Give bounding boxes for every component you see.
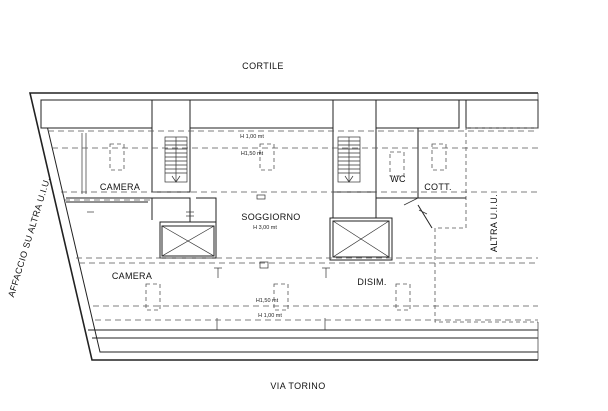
room-label-disim: DISIM.	[357, 277, 386, 287]
label-altra-uiu: ALTRA U.I.U.	[489, 194, 499, 252]
bottom-facade-wall	[88, 318, 538, 339]
right-boundary	[434, 93, 539, 360]
room-label-camera-bottom: CAMERA	[112, 271, 152, 281]
label-affaccio: AFFACCIO SU ALTRA U.I.U.	[6, 176, 52, 298]
elevator-left	[161, 225, 215, 257]
stairwell-left	[151, 99, 191, 193]
elevator-right	[332, 220, 390, 258]
top-facade-wall	[40, 99, 539, 129]
height-label-soggiorno-h300: H 3,00 mt	[253, 225, 277, 231]
label-cortile: CORTILE	[242, 61, 284, 71]
interior-partitions	[66, 127, 466, 278]
room-label-camera-top: CAMERA	[100, 182, 140, 192]
room-label-cott: COTT.	[424, 182, 452, 192]
dashed-height-lines	[48, 130, 538, 321]
room-label-wc: WC	[390, 174, 406, 184]
window-markers	[109, 143, 447, 311]
height-label-top-h150: H1,50 mt	[241, 151, 264, 157]
label-via-torino: VIA TORINO	[270, 381, 325, 391]
height-label-bottom-h150: H1,50 mt	[256, 298, 279, 304]
height-label-top-h100: H 1,00 mt	[240, 134, 264, 140]
room-label-soggiorno: SOGGIORNO	[241, 212, 300, 222]
stairwell-right	[332, 99, 377, 193]
height-label-bottom-h100: H 1,00 mt	[258, 313, 282, 319]
